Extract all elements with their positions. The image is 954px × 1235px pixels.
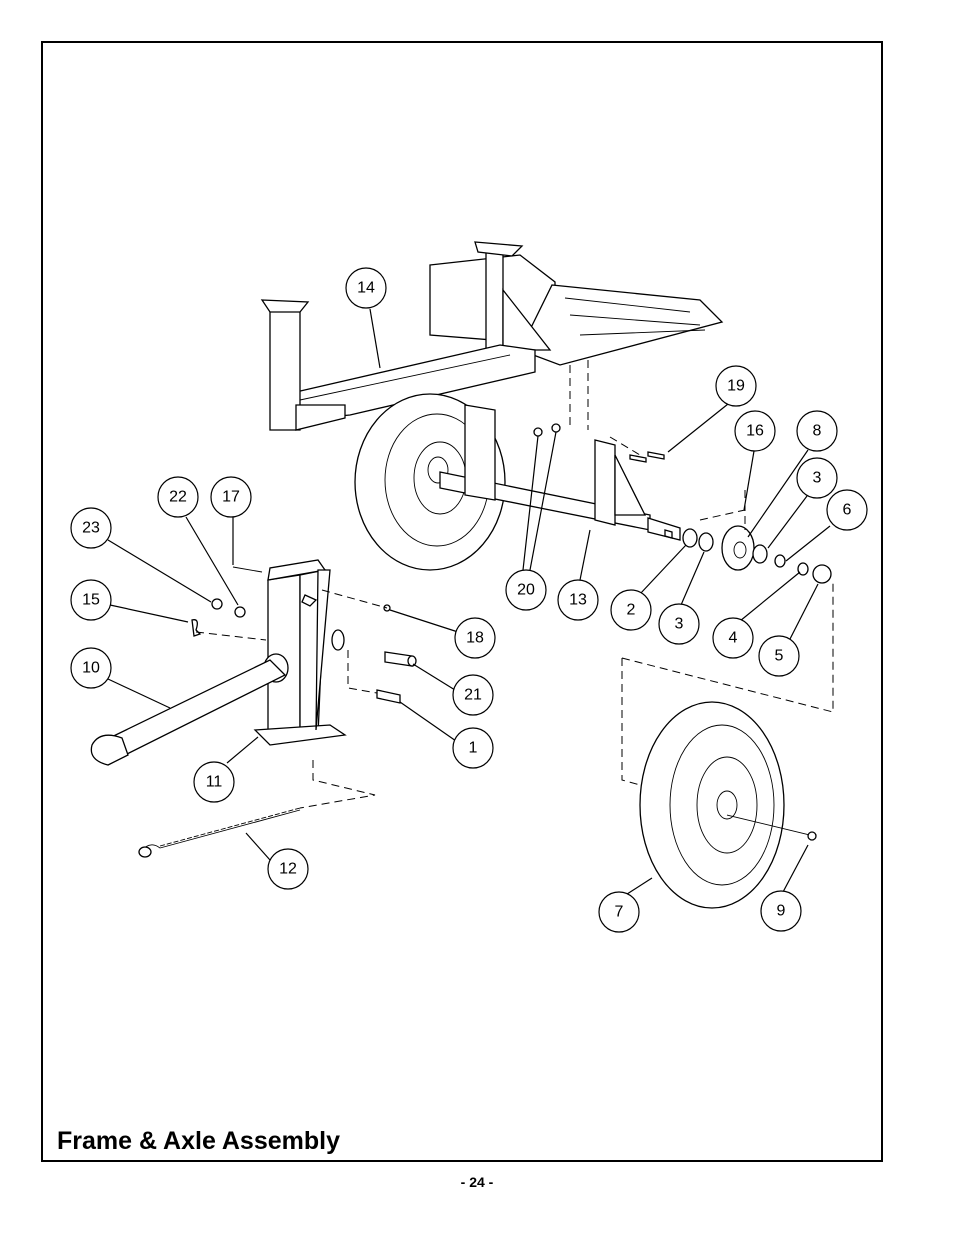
callout-20: 20 — [505, 569, 547, 611]
svg-text:11: 11 — [206, 774, 223, 791]
svg-text:19: 19 — [727, 378, 745, 395]
svg-text:3: 3 — [675, 616, 684, 633]
hub-assembly — [664, 525, 832, 584]
callout-5: 5 — [758, 635, 800, 677]
callout-1: 1 — [452, 727, 494, 769]
callout-13: 13 — [557, 579, 599, 621]
svg-text:6: 6 — [843, 502, 852, 519]
callout-3-upper: 3 — [796, 457, 838, 499]
diagram-frame — [41, 41, 883, 1162]
callout-14: 14 — [345, 267, 387, 309]
small-hardware — [383, 423, 665, 612]
jack-stand — [253, 559, 347, 746]
spare-wheel — [639, 701, 817, 909]
page-number: - 24 - — [460, 1174, 494, 1190]
callout-19: 19 — [715, 365, 757, 407]
callout-8: 8 — [796, 410, 838, 452]
svg-text:3: 3 — [813, 470, 822, 487]
callout-22: 22 — [157, 476, 199, 518]
svg-text:4: 4 — [729, 630, 738, 647]
callout-21: 21 — [452, 674, 494, 716]
callout-3-lower: 3 — [658, 603, 700, 645]
svg-text:21: 21 — [464, 687, 482, 704]
svg-text:10: 10 — [82, 660, 100, 677]
callout-9: 9 — [760, 890, 802, 932]
svg-text:17: 17 — [222, 489, 240, 506]
tongue-part — [90, 659, 287, 766]
callout-2: 2 — [610, 589, 652, 631]
svg-text:7: 7 — [615, 904, 624, 921]
svg-text:12: 12 — [279, 861, 297, 878]
page-title: Frame & Axle Assembly — [57, 1127, 340, 1155]
callout-10: 10 — [70, 647, 112, 689]
callout-6: 6 — [826, 489, 868, 531]
callout-11: 11 — [193, 761, 235, 803]
callout-7: 7 — [598, 891, 640, 933]
svg-text:5: 5 — [775, 648, 784, 665]
callout-15: 15 — [70, 579, 112, 621]
svg-text:23: 23 — [82, 520, 100, 537]
svg-text:18: 18 — [466, 630, 484, 647]
callout-12: 12 — [267, 848, 309, 890]
axle-part — [439, 404, 681, 541]
frame-part — [260, 241, 724, 431]
callout-16: 16 — [734, 410, 776, 452]
callout-4: 4 — [712, 617, 754, 659]
svg-text:16: 16 — [746, 423, 764, 440]
svg-text:1: 1 — [469, 740, 478, 757]
svg-text:22: 22 — [169, 489, 187, 506]
svg-text:14: 14 — [357, 280, 375, 297]
callout-18: 18 — [454, 617, 496, 659]
svg-text:9: 9 — [777, 903, 786, 920]
safety-chain — [138, 807, 301, 858]
svg-text:2: 2 — [627, 602, 636, 619]
pins-and-bolts — [191, 566, 417, 704]
alignment-lines — [195, 360, 834, 809]
svg-text:8: 8 — [813, 423, 822, 440]
leader-lines — [107, 308, 831, 897]
svg-text:15: 15 — [82, 592, 100, 609]
callout-17: 17 — [210, 476, 252, 518]
callout-23: 23 — [70, 507, 112, 549]
svg-text:13: 13 — [569, 592, 587, 609]
svg-text:20: 20 — [517, 582, 535, 599]
